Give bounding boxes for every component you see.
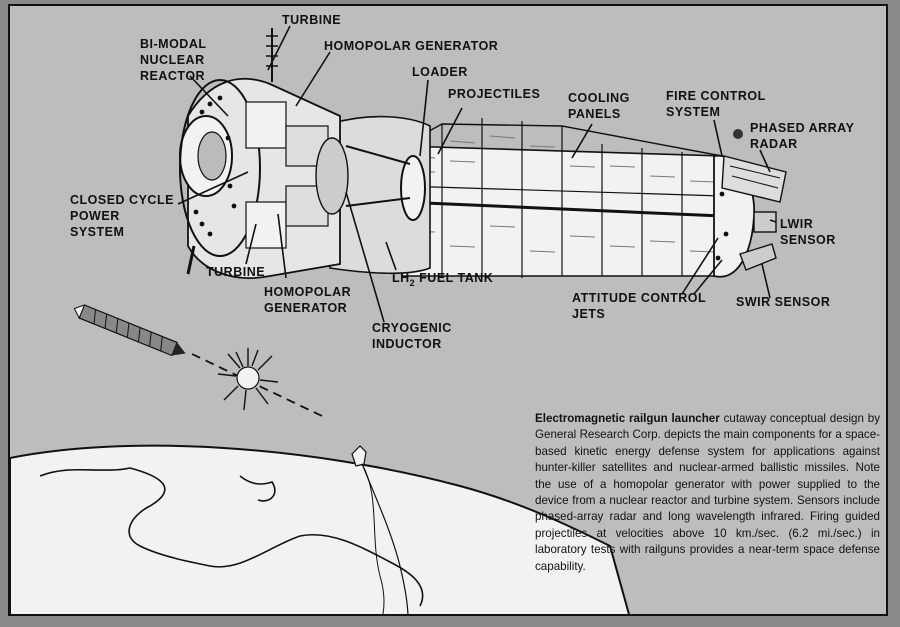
swir-sensor (739, 243, 777, 271)
label-closed-1: CLOSED CYCLE (70, 193, 174, 207)
label-bimodal-3: REACTOR (140, 69, 205, 83)
label-attitude-2: JETS (572, 307, 605, 321)
label-homopolar-bottom-1: HOMOPOLAR (264, 285, 351, 299)
label-cryogenic-2: INDUCTOR (372, 337, 442, 351)
caption-body: cutaway conceptual design by General Res… (535, 412, 880, 573)
label-lh2: LH2 FUEL TANK (392, 271, 493, 288)
label-loader: LOADER (412, 65, 468, 79)
label-attitude-1: ATTITUDE CONTROL (572, 291, 706, 305)
label-phased-1: PHASED ARRAY (750, 121, 855, 135)
label-fire-2: SYSTEM (666, 105, 720, 119)
label-homopolar-bottom-2: GENERATOR (264, 301, 347, 315)
label-lwir-1: LWIR (780, 217, 813, 231)
label-homopolar-top: HOMOPOLAR GENERATOR (324, 39, 498, 53)
label-cooling-1: COOLING (568, 91, 630, 105)
label-bimodal-1: BI-MODAL (140, 37, 207, 51)
label-phased-2: RADAR (750, 137, 798, 151)
label-swir: SWIR SENSOR (736, 295, 830, 309)
label-cooling-2: PANELS (568, 107, 621, 121)
missile-icon (351, 445, 367, 467)
label-lh2-main: LH (392, 271, 410, 285)
rear-ring (179, 79, 261, 257)
label-bimodal-2: NUCLEAR (140, 53, 205, 67)
label-projectiles: PROJECTILES (448, 87, 540, 101)
lh2-fuel-tank (329, 115, 431, 275)
label-lh2-sub: 2 (410, 278, 416, 288)
label-turbine-top: TURBINE (282, 13, 341, 27)
illustration-frame: TURBINE BI-MODAL NUCLEAR REACTOR HOMOPOL… (8, 4, 888, 616)
label-closed-3: SYSTEM (70, 225, 124, 239)
label-leaders (177, 25, 777, 323)
label-closed-2: POWER (70, 209, 120, 223)
lower-boom (186, 245, 196, 275)
label-fire-1: FIRE CONTROL (666, 89, 766, 103)
projectile-trajectory (191, 353, 323, 417)
earth-coastline-2 (239, 475, 276, 502)
explosion-icon (217, 348, 279, 411)
caption-title: Electromagnetic railgun launcher (535, 412, 720, 425)
fire-control-sphere (733, 129, 743, 139)
railgun-illustration: TURBINE BI-MODAL NUCLEAR REACTOR HOMOPOL… (10, 13, 855, 614)
label-cryogenic-1: CRYOGENIC (372, 321, 452, 335)
label-lwir-2: SENSOR (780, 233, 836, 247)
loader-ring (400, 155, 426, 221)
missile-trail-2 (361, 463, 385, 614)
railgun-spacecraft (179, 28, 787, 279)
earth-coastline (39, 467, 424, 607)
label-lh2-rest: FUEL TANK (415, 271, 493, 285)
projectile-icon (73, 304, 186, 357)
lwir-sensor (753, 211, 777, 233)
figure-caption: Electromagnetic railgun launcher cutaway… (535, 411, 880, 575)
label-turbine-bottom: TURBINE (206, 265, 265, 279)
